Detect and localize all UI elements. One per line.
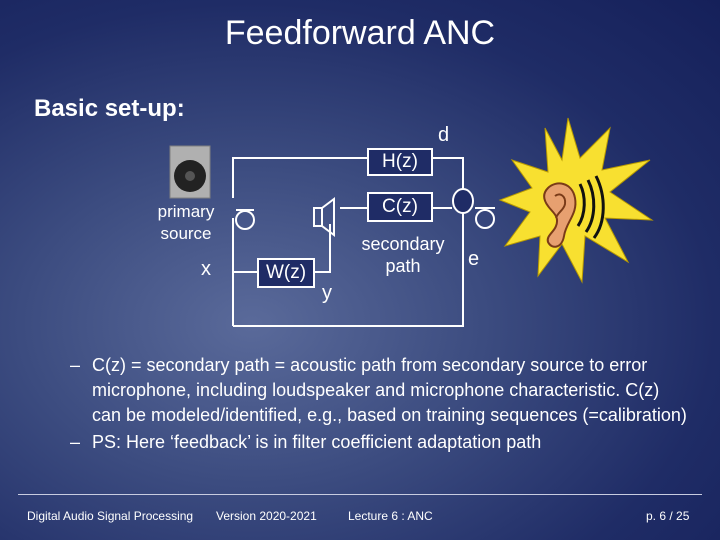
bullet-dash: – bbox=[70, 353, 80, 378]
footer-course: Digital Audio Signal Processing bbox=[27, 509, 193, 523]
footer-page-number: p. 6 / 25 bbox=[646, 509, 689, 523]
secondary-path-line2: path bbox=[352, 255, 454, 277]
summation-node-icon bbox=[453, 189, 473, 213]
w-filter-block: W(z) bbox=[257, 258, 315, 288]
error-microphone-icon bbox=[475, 208, 495, 228]
noisy-ear-icon bbox=[500, 118, 652, 282]
secondary-path-line1: secondary bbox=[352, 233, 454, 255]
primary-source-line2: source bbox=[142, 223, 230, 245]
h-filter-block: H(z) bbox=[367, 148, 433, 176]
bullet-text: C(z) = secondary path = acoustic path fr… bbox=[92, 355, 687, 425]
label-y: y bbox=[322, 282, 332, 305]
label-d: d bbox=[438, 124, 449, 147]
reference-microphone-icon bbox=[236, 210, 254, 229]
c-filter-block: C(z) bbox=[367, 192, 433, 222]
primary-source-speaker-icon bbox=[170, 146, 210, 198]
bullet-item: – C(z) = secondary path = acoustic path … bbox=[70, 353, 690, 428]
footer-divider bbox=[18, 494, 702, 495]
footer-lecture: Lecture 6 : ANC bbox=[348, 509, 433, 523]
footer-version: Version 2020-2021 bbox=[216, 509, 317, 523]
bullet-dash: – bbox=[70, 430, 80, 455]
secondary-path-label: secondary path bbox=[352, 233, 454, 277]
bullet-item: – PS: Here ‘feedback’ is in filter coeff… bbox=[70, 430, 690, 455]
bullet-list: – C(z) = secondary path = acoustic path … bbox=[70, 353, 690, 455]
primary-source-label: primary source bbox=[142, 201, 230, 245]
footer: Digital Audio Signal Processing Version … bbox=[0, 494, 720, 540]
label-e: e bbox=[468, 248, 479, 271]
label-x: x bbox=[201, 258, 211, 281]
bullet-text: PS: Here ‘feedback’ is in filter coeffic… bbox=[92, 432, 541, 452]
primary-source-line1: primary bbox=[142, 201, 230, 223]
